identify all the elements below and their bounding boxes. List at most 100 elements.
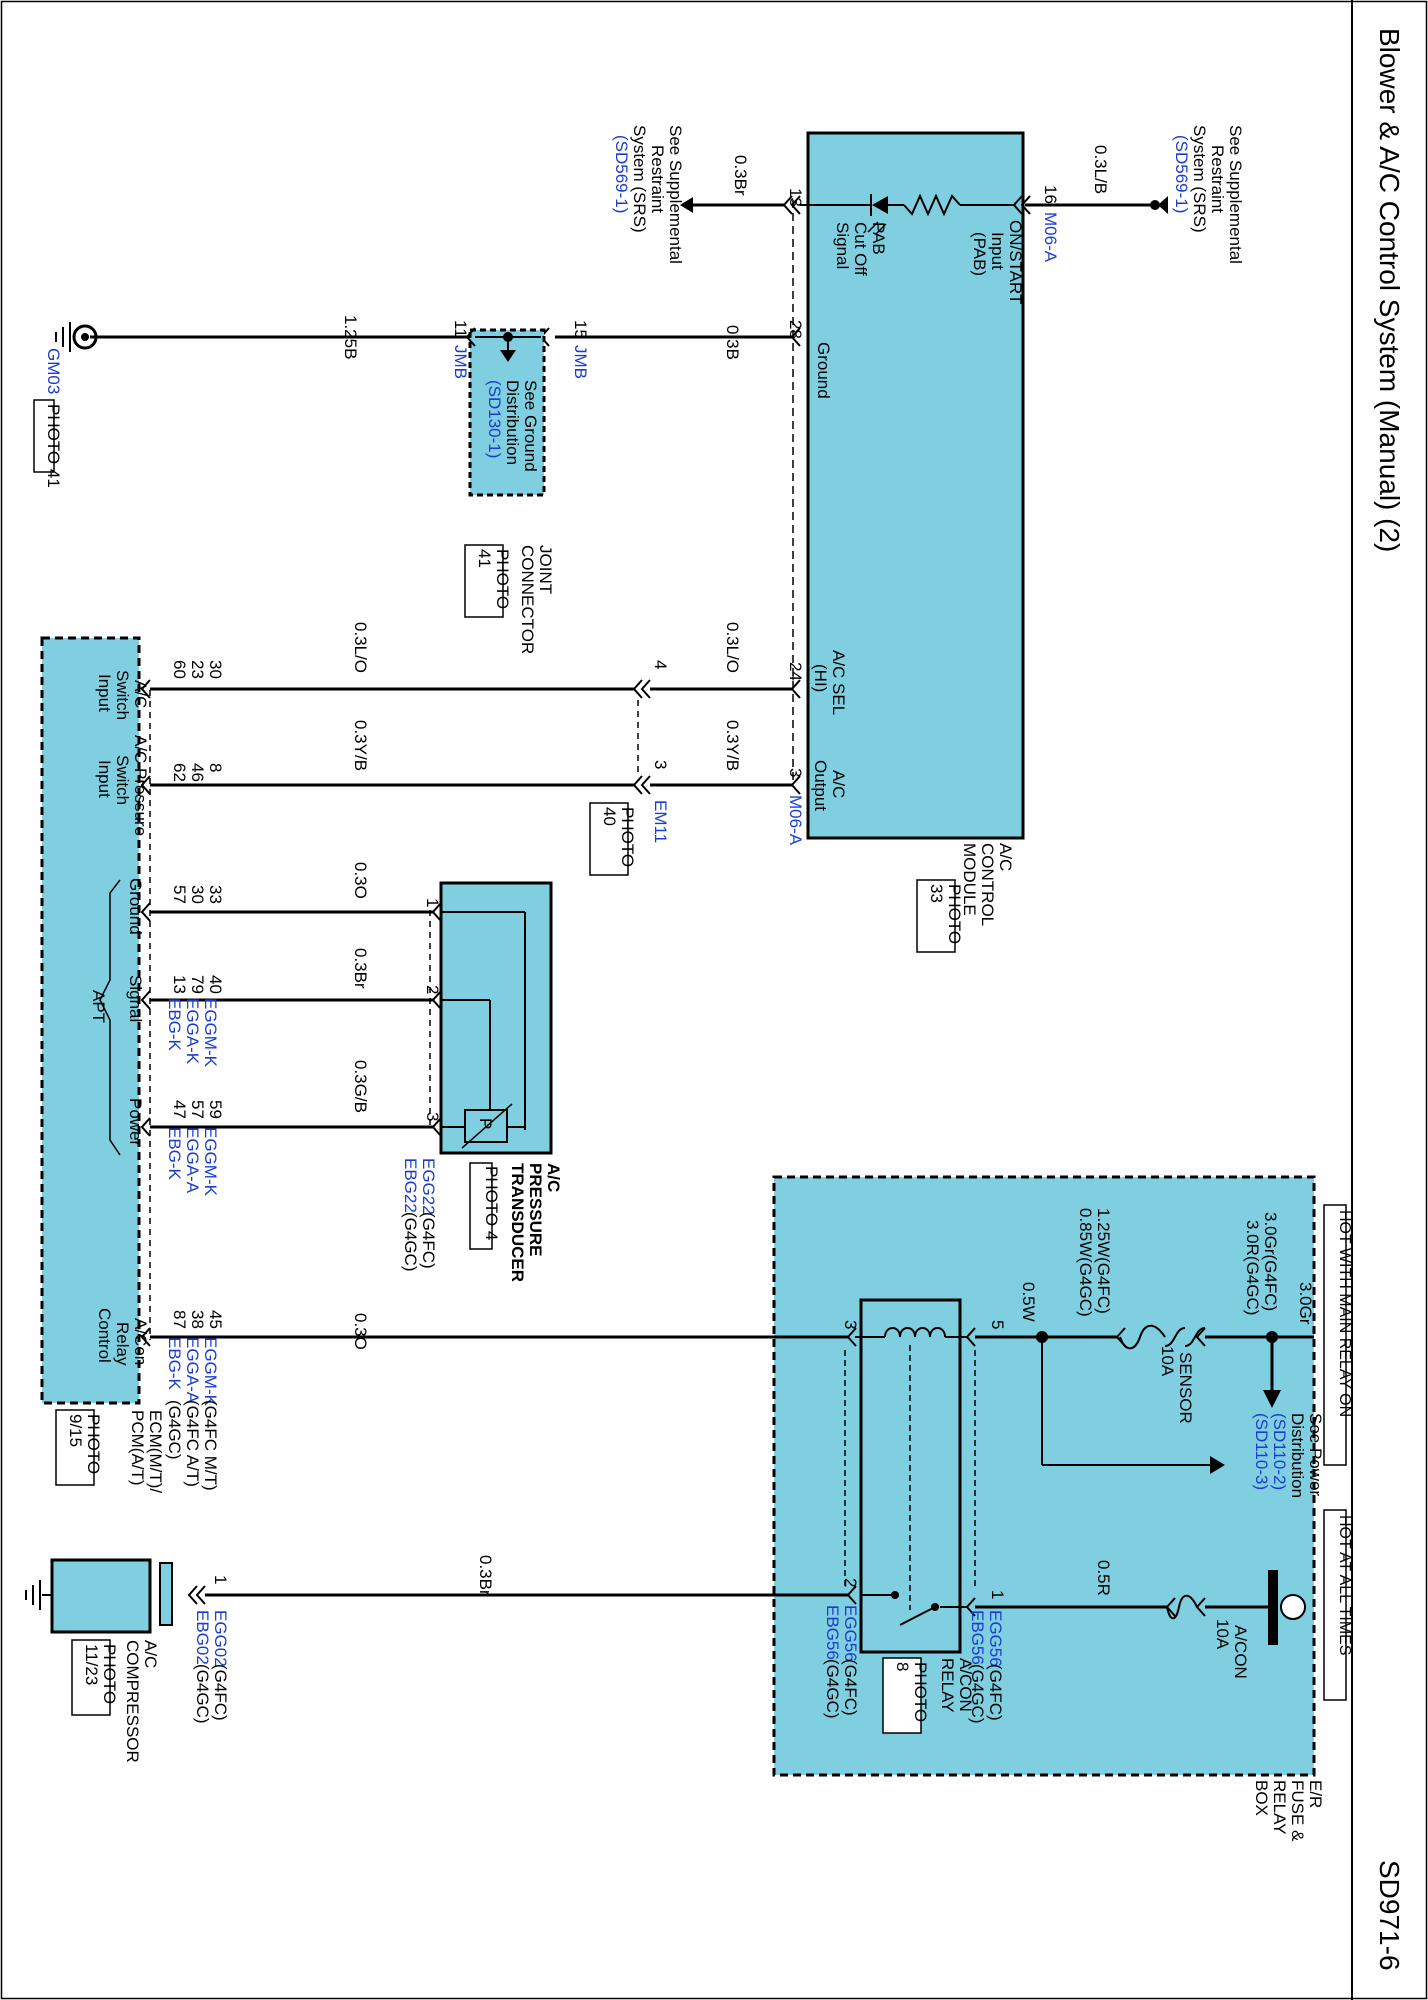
sensor-fuse-label: SENSOR — [1176, 1352, 1195, 1424]
fuse-box-name1: E/R — [1306, 1780, 1325, 1808]
on-start-label: ON/START — [1006, 220, 1025, 304]
joint-pin11: 11 — [451, 320, 470, 338]
compressor-c1: EGG02 — [211, 1610, 230, 1667]
module-ground-label: Ground — [814, 342, 833, 399]
apt-wire3: 0.3G/B — [351, 1060, 370, 1113]
joint-pin15: 15 — [571, 320, 590, 339]
acsel-hi: (HI) — [811, 664, 830, 692]
fuse-c56a-top: EGG56 — [986, 1610, 1005, 1667]
joint-photo-no: 41 — [475, 549, 494, 568]
fuse-box-name4: BOX — [1252, 1780, 1271, 1816]
apt-p-label: P — [476, 1118, 495, 1129]
ac-compressor — [50, 1558, 152, 1634]
ecm-relay-l1: A/Con — [131, 1318, 150, 1365]
apt-pin1: 1 — [423, 898, 442, 907]
fuse-c56an-bot: (G4FC) — [841, 1659, 860, 1716]
pab-cut-label: PAB — [869, 222, 888, 255]
module-name1: A/C — [996, 843, 1015, 871]
ecm-pwr-conn-c: EBG-K — [165, 1127, 184, 1181]
srs-bottom-pin: 13 — [786, 188, 805, 207]
ac-output-wire — [140, 700, 801, 795]
fuse-w3a: 3.0Gr(G4FC) — [1261, 1212, 1280, 1311]
module-ground-pin: 28 — [786, 320, 805, 339]
ecm-sw-pin-a: 30 — [206, 660, 225, 679]
ecm-photo-no: 9/15 — [66, 1414, 85, 1447]
see-ground-ref: (SD130-1) — [485, 380, 504, 458]
em11-wire2: 0.3Y/B — [351, 720, 370, 771]
ecm-relay-note-c: (G4GC) — [165, 1400, 184, 1460]
ground-wire — [55, 322, 801, 497]
srs-bottom-l1: See Supplemental — [666, 125, 685, 264]
ecm-name1: ECM(M/T)/ — [146, 1410, 165, 1493]
out-ac-label: A/C — [829, 770, 848, 798]
apt-c1n: (G4FC) — [419, 1212, 438, 1269]
relay-name1: A/CON — [956, 1658, 975, 1712]
ecm-sw-l2: Switch — [113, 670, 132, 720]
ecm-sig-pin-b: 79 — [188, 975, 207, 994]
fuse-w3b: 3.0R(G4GC) — [1243, 1220, 1262, 1315]
ecm-sig-label: Signal — [126, 975, 145, 1022]
ecm-ps-l3: Input — [95, 760, 114, 798]
compressor-wire: 0.3Br — [476, 1555, 495, 1596]
compressor-c1n: (G4FC) — [211, 1664, 230, 1721]
module-conn: M06-A — [1041, 212, 1060, 263]
ecm-sw-pin-b: 23 — [188, 660, 207, 679]
ecm-ps-pin-c: 62 — [170, 763, 189, 782]
relay-name2: RELAY — [938, 1658, 957, 1713]
see-power-ref2: (SD110-3) — [1252, 1413, 1271, 1490]
see-power-l1: See Power — [1306, 1413, 1325, 1496]
relay-pin1: 1 — [988, 1590, 1007, 1599]
joint-name2: CONNECTOR — [518, 545, 537, 654]
ecm-relay-note-a: (G4FC M/T) — [201, 1400, 220, 1491]
compressor-c2: EBG02 — [193, 1610, 212, 1665]
hot-main-relay-label: HOT WITH MAIN RELAY ON — [1323, 1204, 1353, 1466]
apt-c1: EGG22 — [419, 1158, 438, 1215]
srs-bottom-wire: 0.3Br — [731, 155, 750, 196]
cut-off-label: Cut Off — [851, 222, 870, 276]
ecm-sw-pin-c: 60 — [170, 660, 189, 679]
fuse-c56b-top: EBG56 — [968, 1610, 987, 1665]
apt-pin3: 3 — [423, 1112, 442, 1121]
page-title: Blower & A/C Control System (Manual) (2) — [1374, 28, 1405, 552]
see-power-ref1: (SD110-2) — [1270, 1413, 1289, 1490]
ecm-ps-l1: A/C Pressure — [131, 735, 150, 836]
ecm-sig-pin-a: 40 — [206, 975, 225, 994]
fuse-c56a-bot: EGG56 — [841, 1605, 860, 1662]
ac-control-module — [792, 131, 1025, 840]
ecm-sig-conn-a: EGGM-K — [201, 998, 220, 1068]
ecm-ps-pin-a: 8 — [206, 763, 225, 772]
joint-jmb2: JMB — [451, 345, 470, 379]
em11-conn: EM11 — [651, 800, 670, 843]
fuse-box-name2: FUSE & — [1288, 1780, 1307, 1842]
see-ground-l1: See Ground — [521, 380, 540, 472]
em11-pin3: 3 — [651, 760, 670, 769]
joint-photo: PHOTO — [493, 549, 512, 609]
joint-name1: JOINT — [536, 545, 555, 594]
ecm-gnd-pin-b: 30 — [188, 885, 207, 904]
relay-control-wire — [140, 1298, 1314, 1654]
see-ground-l2: Distribution — [503, 380, 522, 465]
relay-photo-no: 8 — [893, 1662, 912, 1671]
relay-pin2: 2 — [841, 1578, 860, 1587]
relay-ctrl-wire: 0.3O — [351, 1313, 370, 1350]
ecm-ps-l2: Switch — [113, 755, 132, 805]
ecm-relay-note-b: (G4FC A/T) — [183, 1400, 202, 1487]
ecm-pcm-box — [40, 636, 141, 1405]
joint-jmb1: JMB — [571, 345, 590, 379]
ecm-pwr-pin-a: 59 — [206, 1100, 225, 1119]
ecm-photo: PHOTO — [84, 1414, 103, 1474]
ac-pressure-transducer — [429, 881, 553, 1155]
apt-c2: EBG22 — [401, 1158, 420, 1213]
module-photo-no: 33 — [927, 884, 946, 903]
fuse-c56an-top: (G4FC) — [986, 1664, 1005, 1721]
em11-photo: PHOTO — [618, 807, 637, 867]
fuse-w3: 3.0Gr — [1296, 1282, 1315, 1325]
ecm-relay-pin-c: 87 — [170, 1310, 189, 1329]
apt-c2n: (G4GC) — [401, 1212, 420, 1272]
ecm-pwr-conn-b: EGGA-A — [183, 1127, 202, 1194]
ecm-pwr-label: Power — [126, 1098, 145, 1147]
ecm-sw-l3: Input — [95, 674, 114, 712]
em11-wire1: 0.3L/O — [351, 622, 370, 673]
acon-fuse-circuit — [25, 1558, 1306, 1645]
out-conn: M06-A — [786, 795, 805, 846]
